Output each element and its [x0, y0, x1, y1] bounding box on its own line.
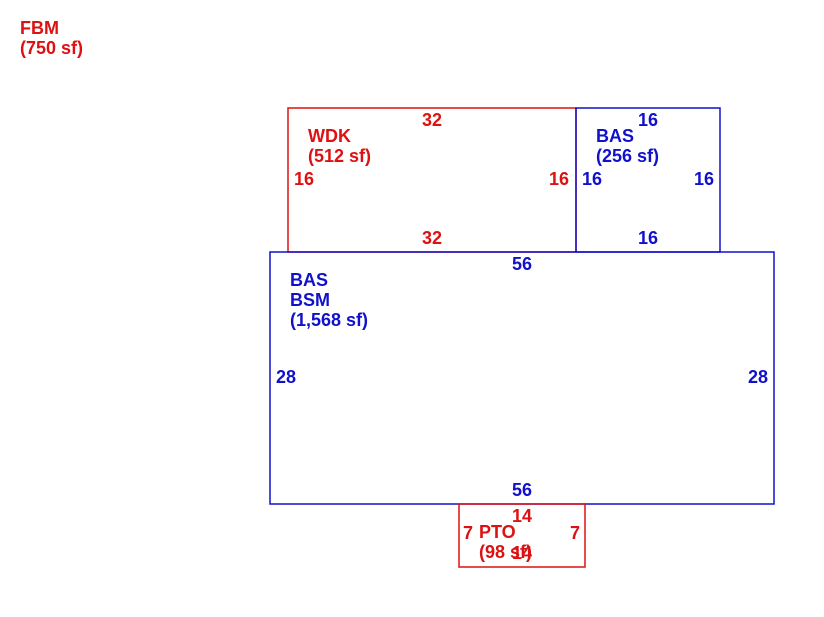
bas-upper-area-label: (256 sf): [596, 146, 660, 166]
wdk-bottom-dimension: 32: [421, 228, 443, 248]
bas-main-right-dimension: 28: [747, 367, 769, 387]
bas-upper-code-label: BAS: [596, 126, 635, 146]
bas-upper-right-dimension: 16: [693, 169, 715, 189]
pto-code-label: PTO: [479, 522, 516, 542]
bas-main-area-label: (1,568 sf): [290, 310, 369, 330]
bas-main-bottom-dimension: 56: [511, 480, 533, 500]
bas-main-top-dimension: 56: [511, 254, 533, 274]
bas-main-outline: [269, 251, 775, 505]
pto-right-dimension: 7: [569, 523, 581, 543]
wdk-top-dimension: 32: [421, 110, 443, 130]
fbm-code-label: FBM: [20, 18, 59, 38]
bas-upper-top-dimension: 16: [637, 110, 659, 130]
wdk-code-label: WDK: [308, 126, 351, 146]
bas-main-code-label: BAS: [290, 270, 329, 290]
wdk-left-dimension: 16: [293, 169, 315, 189]
bsm-code-label: BSM: [290, 290, 330, 310]
pto-top-dimension: 14: [511, 506, 533, 526]
pto-left-dimension: 7: [462, 523, 474, 543]
wdk-area-label: (512 sf): [308, 146, 372, 166]
bas-main-left-dimension: 28: [275, 367, 297, 387]
pto-bottom-dimension: 14: [511, 543, 533, 563]
fbm-area-label: (750 sf): [20, 38, 84, 58]
wdk-right-dimension: 16: [548, 169, 570, 189]
bas-upper-bottom-dimension: 16: [637, 228, 659, 248]
pto-outline: [458, 503, 586, 568]
pto-area-label: (98 sf): [479, 542, 533, 562]
bas-upper-left-dimension: 16: [581, 169, 603, 189]
